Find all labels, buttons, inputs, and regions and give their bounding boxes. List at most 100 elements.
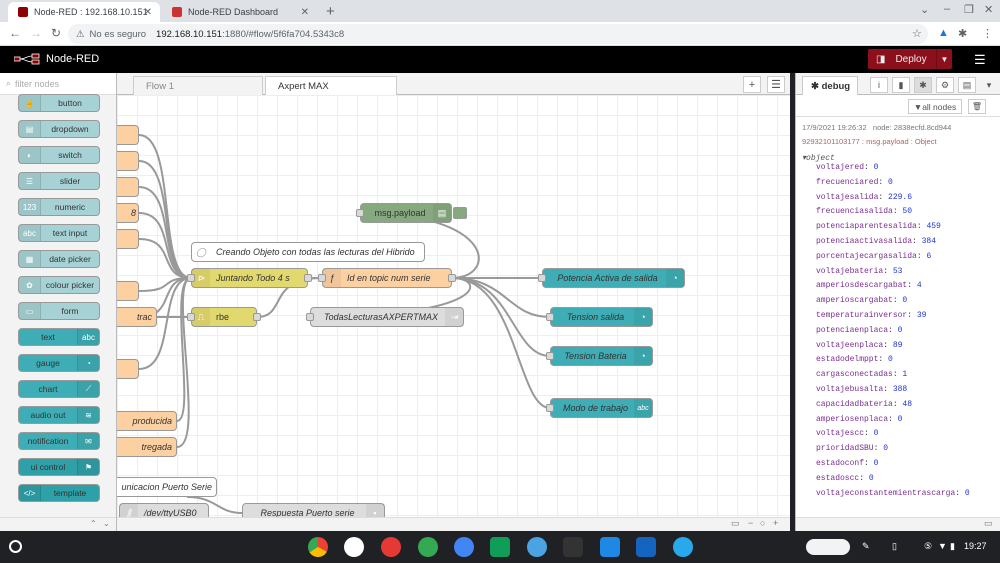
weather-icon[interactable] [527, 537, 547, 557]
flow-node-gauge-potencia[interactable]: Potencia Activa de salida◔ [542, 268, 685, 288]
browser-tab-nodered[interactable]: Node-RED : 192.168.10.151 ✕ [8, 2, 160, 22]
flow-node-partial[interactable] [117, 151, 139, 171]
chevron-down-icon[interactable]: ▾ [986, 79, 992, 90]
flow-node-partial[interactable] [117, 125, 139, 145]
debug-toggle-button[interactable] [453, 207, 467, 219]
palette-node-ui-control[interactable]: ui control⚑ [18, 458, 100, 476]
flow-node-respuesta[interactable]: Respuesta Puerto serie▪ [242, 503, 385, 517]
input-port[interactable] [187, 274, 195, 282]
palette-node-switch[interactable]: ◐switch [18, 146, 100, 164]
palette-node-dropdown[interactable]: ▤dropdown [18, 120, 100, 138]
flow-node-partial[interactable] [117, 281, 139, 301]
flow-node-rbe[interactable]: ⎍rbe [191, 307, 257, 327]
input-port[interactable] [306, 313, 314, 321]
new-tab-button[interactable]: + [326, 3, 335, 20]
flow-node-gauge-tension-bateria[interactable]: Tension Bateria◔ [550, 346, 653, 366]
palette-node-chart[interactable]: chart⟋ [18, 380, 100, 398]
tab-axpert-max[interactable]: Axpert MAX [265, 76, 397, 96]
play-store-icon[interactable] [418, 537, 438, 557]
flow-node-partial[interactable] [117, 177, 139, 197]
gmail-icon[interactable] [344, 537, 364, 557]
more-menu-icon[interactable]: ⋮ [982, 28, 993, 40]
palette-node-gauge[interactable]: gauge◔ [18, 354, 100, 372]
close-window-icon[interactable]: ✕ [984, 4, 994, 16]
debug-object-toggle[interactable]: ▾object [802, 154, 835, 163]
input-port[interactable] [546, 352, 554, 360]
launcher-icon[interactable] [9, 540, 22, 553]
clipboard-tray[interactable] [806, 539, 850, 555]
browser-tab-dashboard[interactable]: Node-RED Dashboard ✕ [162, 2, 317, 22]
files-home-icon[interactable] [454, 537, 474, 557]
flow-node-comunicacion[interactable]: unicacion Puerto Serie [117, 477, 217, 497]
close-icon[interactable]: ✕ [143, 6, 152, 18]
input-port[interactable] [318, 274, 326, 282]
youtube-icon[interactable] [381, 537, 401, 557]
flow-node-partial[interactable]: 8 [117, 203, 139, 223]
url-field[interactable]: ⚠ No es seguro 192.168.10.151 :1880/#flo… [68, 24, 928, 44]
flow-node-link-out[interactable]: TodasLecturasAXPERTMAX⇥ [310, 307, 464, 327]
output-port[interactable] [448, 274, 456, 282]
output-port[interactable] [304, 274, 312, 282]
map-icon[interactable]: ▭ [731, 518, 740, 528]
output-port[interactable] [253, 313, 261, 321]
deploy-button[interactable]: ◨ Deploy ▼ [868, 49, 952, 69]
flow-node-serial-in[interactable]: ⫼/dev/ttyUSB0 [119, 503, 209, 517]
forward-icon[interactable]: → [30, 26, 42, 40]
flow-node-entregada[interactable]: tregada [117, 437, 177, 457]
expand-all-icon[interactable]: ⌄ [103, 519, 110, 528]
minimize-icon[interactable]: – [944, 3, 951, 15]
sheets-icon[interactable] [490, 537, 510, 557]
debug-node-id[interactable]: node: 2838ecfd.8cd944 [872, 123, 952, 132]
flow-node-join[interactable]: ⊳Juntando Todo 4 s [191, 268, 308, 288]
flow-node-partial[interactable] [117, 229, 139, 249]
back-icon[interactable]: ← [9, 26, 21, 40]
folder-icon[interactable] [600, 537, 620, 557]
palette-node-template[interactable]: </>template [18, 484, 100, 502]
stylus-icon[interactable]: ✎ [862, 541, 870, 551]
flow-node-gauge-tension-salida[interactable]: Tension salida◔ [550, 307, 653, 327]
help-icon[interactable]: ▮ [892, 77, 910, 93]
main-menu-icon[interactable]: ☰ [974, 52, 986, 67]
input-port[interactable] [187, 313, 195, 321]
palette-node-date-picker[interactable]: ▦date picker [18, 250, 100, 268]
star-icon[interactable]: ☆ [912, 28, 922, 40]
flow-node-trac[interactable]: trac [117, 307, 157, 327]
drive-icon[interactable]: ▲ [938, 27, 949, 39]
flow-node-producida[interactable]: producida [117, 411, 177, 431]
chrome-icon[interactable] [308, 537, 328, 557]
filter-all-nodes-button[interactable]: ▼ all nodes [908, 99, 962, 114]
tab-debug[interactable]: ✱ debug [802, 76, 858, 95]
notification-badge-icon[interactable]: ⑤ [924, 541, 933, 551]
flow-canvas[interactable]: 8 trac producida tregada unicacion Puert… [117, 95, 790, 517]
flow-node-comment[interactable]: ◯Creando Objeto con todas las lecturas d… [191, 242, 425, 262]
palette-node-form[interactable]: ▭form [18, 302, 100, 320]
palette-filter[interactable]: ⌕ filter nodes [0, 73, 116, 95]
terminal-icon[interactable] [563, 537, 583, 557]
popout-icon[interactable]: ▭ [984, 518, 993, 528]
vscode-icon[interactable] [636, 537, 656, 557]
flow-node-partial[interactable] [117, 359, 139, 379]
input-port[interactable] [356, 209, 364, 217]
reload-icon[interactable]: ↻ [51, 26, 62, 40]
input-port[interactable] [546, 404, 554, 412]
palette-node-slider[interactable]: ☰slider [18, 172, 100, 190]
collapse-all-icon[interactable]: ⌃ [90, 519, 97, 528]
flow-list-icon[interactable]: ☰ [767, 76, 785, 93]
palette-node-button[interactable]: ☝button [18, 94, 100, 112]
debug-tab-icon[interactable]: ✱ [914, 77, 932, 93]
flow-node-debug[interactable]: msg.payload▤ [360, 203, 452, 223]
zoom-reset-icon[interactable]: ○ [760, 518, 766, 528]
zoom-out-icon[interactable]: − [748, 518, 754, 528]
clock[interactable]: 19:27 [964, 541, 987, 551]
tab-flow-1[interactable]: Flow 1 [133, 76, 263, 95]
deploy-options-icon[interactable]: ▼ [936, 49, 952, 69]
zoom-in-icon[interactable]: + [773, 518, 779, 528]
palette-node-audio-out[interactable]: audio out≋ [18, 406, 100, 424]
extensions-icon[interactable]: ✱ [958, 28, 968, 40]
restore-icon[interactable]: ❐ [964, 4, 974, 16]
